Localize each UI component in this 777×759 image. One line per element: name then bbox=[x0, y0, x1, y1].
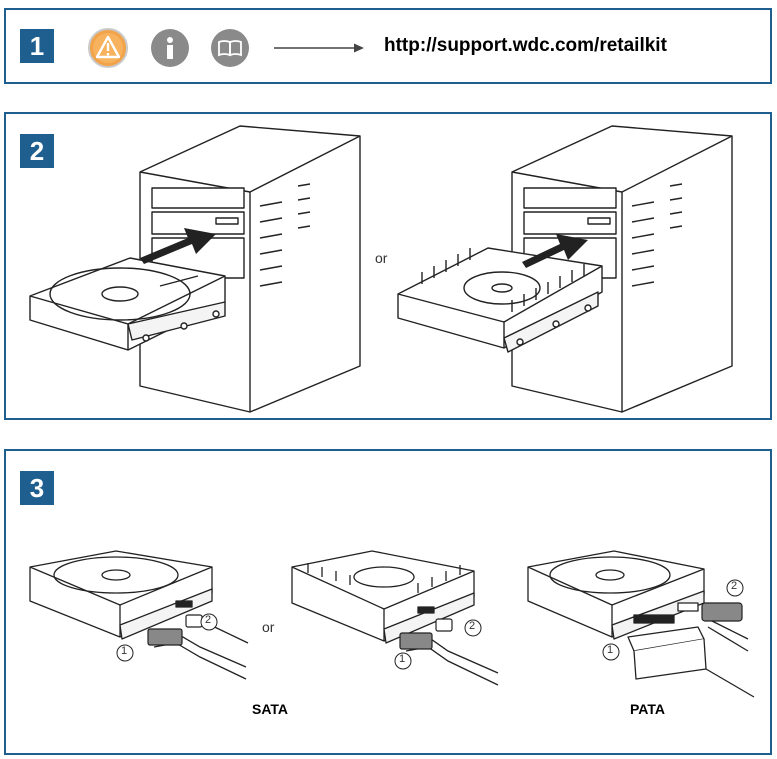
callout-2-circle-sata bbox=[200, 613, 218, 631]
support-url-link[interactable]: http://support.wdc.com/retailkit bbox=[384, 35, 667, 56]
step-2-panel: 2 or bbox=[4, 112, 772, 420]
callout-2-circle-pata bbox=[726, 579, 744, 597]
callout-1-pata-text: 1 bbox=[607, 644, 614, 656]
or-connector-text: or bbox=[375, 250, 388, 266]
callout-1-circle-sata bbox=[116, 644, 134, 662]
callout-2-enclosure-text: 2 bbox=[469, 620, 476, 632]
computer-tower-bare-drive-illustration bbox=[29, 125, 361, 413]
step-3-panel: 3 1 2 or bbox=[4, 449, 772, 755]
book-icon bbox=[210, 28, 250, 68]
callout-2-circle-enclosure bbox=[464, 619, 482, 637]
callout-1-enclosure-text: 1 bbox=[399, 653, 406, 665]
sata-enclosure-drive-illustration bbox=[291, 550, 499, 686]
callout-1-circle-pata bbox=[602, 643, 620, 661]
step-1-badge: 1 bbox=[20, 29, 54, 63]
pata-label: PATA bbox=[630, 701, 665, 717]
or-connector-text-step3: or bbox=[262, 619, 275, 635]
pata-drive-illustration bbox=[527, 550, 755, 698]
callout-2-pata-text: 2 bbox=[731, 580, 738, 592]
step-2-badge: 2 bbox=[20, 134, 54, 168]
info-icon bbox=[150, 28, 190, 68]
step-3-badge: 3 bbox=[20, 471, 54, 505]
callout-1-sata-text: 1 bbox=[121, 645, 128, 657]
computer-tower-enclosure-drive-illustration bbox=[397, 125, 733, 413]
sata-label: SATA bbox=[252, 701, 289, 717]
callout-2-sata-text: 2 bbox=[205, 614, 212, 626]
sata-bare-drive-illustration bbox=[29, 550, 249, 680]
callout-1-circle-enclosure bbox=[394, 652, 412, 670]
step-1-panel: 1 http://support.wdc.com/retailkit bbox=[4, 8, 772, 84]
arrow-right-icon bbox=[274, 43, 364, 53]
warning-icon bbox=[88, 28, 128, 68]
